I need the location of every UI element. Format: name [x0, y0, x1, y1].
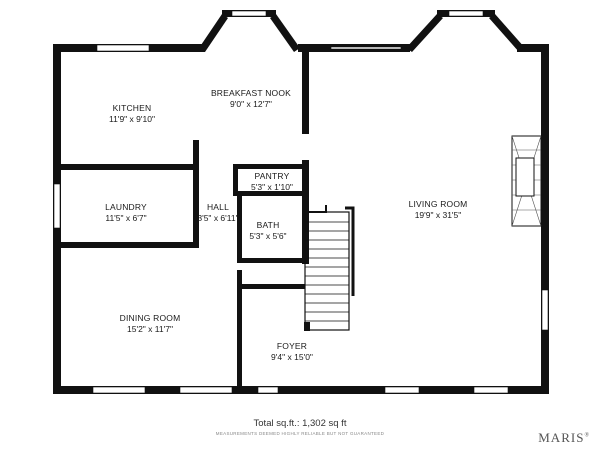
window-east	[541, 289, 549, 331]
room-label-living-room: LIVING ROOM 19'9" x 31'5"	[396, 199, 480, 220]
wall-kitchen-laundry	[53, 164, 198, 170]
wall-pantry-bottom	[233, 191, 305, 196]
wall-laundry-dining	[53, 242, 198, 248]
room-name: HALL	[206, 202, 230, 212]
room-label-kitchen: KITCHEN 11'9" x 9'10"	[96, 103, 168, 124]
room-name: DINING ROOM	[119, 313, 181, 323]
room-name: FOYER	[276, 341, 308, 351]
room-dimensions: 11'9" x 9'10"	[109, 113, 155, 124]
room-label-hall: HALL 3'5" x 6'11"	[191, 202, 245, 223]
bay-wall-right-b	[489, 14, 525, 52]
total-square-footage: Total sq.ft.: 1,302 sq ft	[253, 418, 347, 429]
window-living-b	[473, 386, 509, 394]
wall-south	[53, 386, 549, 394]
registered-mark: ®	[584, 432, 590, 439]
window-north-mid	[330, 46, 402, 50]
window-foyer	[257, 386, 279, 394]
room-label-foyer: FOYER 9'4" x 15'0"	[259, 341, 325, 362]
room-dimensions: 11'5" x 6'7"	[105, 212, 147, 223]
measurement-disclaimer: MEASUREMENTS DEEMED HIGHLY RELIABLE BUT …	[215, 431, 385, 436]
wall-bath-bottom	[237, 258, 309, 263]
room-dimensions: 5'3" x 1'10"	[251, 181, 293, 192]
room-dimensions: 19'9" x 31'5"	[414, 209, 462, 220]
room-dimensions: 9'0" x 12'7"	[230, 98, 272, 109]
wall-bath-west	[237, 196, 242, 262]
wall-foyer-top	[237, 284, 305, 289]
room-name: LIVING ROOM	[408, 199, 468, 209]
room-dimensions: 5'3" x 5'6"	[249, 230, 287, 241]
room-label-breakfast-nook: BREAKFAST NOOK 9'0" x 12'7"	[206, 88, 296, 109]
room-dimensions: 3'5" x 6'11"	[197, 212, 239, 223]
bay-wall-left-b	[406, 14, 443, 52]
window-dining-b	[179, 386, 233, 394]
window-dining-a	[92, 386, 146, 394]
bay-wall-left-a	[199, 14, 228, 52]
room-label-bath: BATH 5'3" x 5'6"	[240, 220, 296, 241]
wall-dining-foyer	[237, 270, 242, 386]
fireplace	[511, 135, 542, 227]
room-label-dining-room: DINING ROOM 15'2" x 11'7"	[111, 313, 189, 334]
room-dimensions: 15'2" x 11'7"	[127, 323, 173, 334]
window-bay-top-a	[231, 10, 267, 17]
wall-east	[541, 44, 549, 394]
window-laundry	[53, 183, 61, 229]
room-name: BREAKFAST NOOK	[210, 88, 292, 98]
wall-north-living-b	[517, 44, 549, 52]
room-name: PANTRY	[254, 171, 290, 181]
window-living-a	[384, 386, 420, 394]
wall-pantry-west	[233, 164, 238, 196]
room-name: BATH	[256, 220, 280, 230]
brand-logo: MARIS®	[538, 430, 590, 446]
wall-hall-east	[193, 140, 199, 248]
bay-wall-right-a	[270, 14, 300, 52]
room-name: LAUNDRY	[105, 202, 147, 212]
wall-divider-main	[302, 44, 309, 134]
wall-pantry-top	[233, 164, 305, 169]
window-kitchen	[96, 44, 150, 52]
room-dimensions: 9'4" x 15'0"	[271, 351, 313, 362]
room-label-laundry: LAUNDRY 11'5" x 6'7"	[90, 202, 162, 223]
brand-name: MARIS	[538, 430, 585, 445]
window-bay-top-b	[448, 10, 484, 17]
room-label-pantry: PANTRY 5'3" x 1'10"	[240, 171, 304, 192]
staircase	[304, 205, 355, 331]
room-name: KITCHEN	[112, 103, 152, 113]
